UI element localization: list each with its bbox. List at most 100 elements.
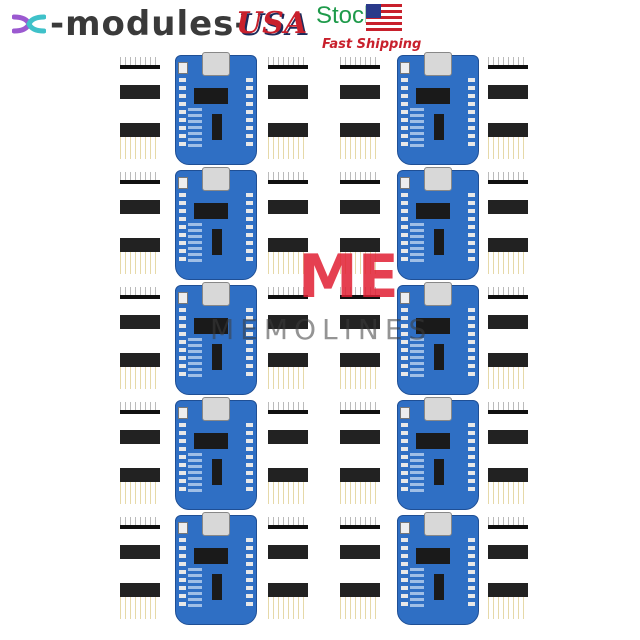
watermark-text: MEMOLINES	[210, 313, 433, 346]
reset-button	[178, 292, 188, 304]
pin-header-set	[340, 172, 380, 282]
pin-header	[268, 137, 308, 159]
pin-header	[120, 315, 160, 329]
reset-button	[400, 522, 410, 534]
board-component	[194, 548, 228, 564]
pin-header-set	[268, 287, 308, 397]
board-component	[194, 203, 228, 219]
board-component	[212, 459, 222, 485]
pin-header	[268, 200, 308, 214]
board-component	[410, 568, 424, 608]
board-component	[434, 344, 444, 370]
pin-pads	[401, 78, 408, 148]
pin-pads	[246, 423, 253, 493]
pin-header	[488, 85, 528, 99]
pin-header	[488, 287, 528, 299]
usb-c-port	[202, 397, 230, 421]
usb-c-port	[202, 52, 230, 76]
pin-header	[488, 137, 528, 159]
reset-button	[400, 177, 410, 189]
pin-pads	[179, 193, 186, 263]
pin-header	[488, 583, 528, 597]
board-component	[188, 338, 202, 378]
pin-pads	[179, 308, 186, 378]
pin-pads	[401, 193, 408, 263]
board-component	[434, 574, 444, 600]
pin-header	[120, 482, 160, 504]
usb-c-port	[424, 52, 452, 76]
pin-header	[120, 367, 160, 389]
reset-button	[400, 62, 410, 74]
board-component	[416, 318, 450, 334]
board-component	[416, 203, 450, 219]
pin-header	[268, 402, 308, 414]
pin-header	[120, 287, 160, 299]
pin-header	[340, 402, 380, 414]
d1-mini-board	[397, 52, 479, 165]
board-component	[188, 453, 202, 493]
pin-header	[268, 367, 308, 389]
pin-header	[340, 597, 380, 619]
pin-pads	[246, 193, 253, 263]
pin-header	[120, 517, 160, 529]
pin-header	[120, 123, 160, 137]
board-component	[416, 88, 450, 104]
pin-header	[488, 430, 528, 444]
pin-header	[488, 597, 528, 619]
pin-header	[340, 252, 380, 274]
board-component	[194, 433, 228, 449]
board-component	[416, 433, 450, 449]
pin-header	[268, 583, 308, 597]
pin-header	[488, 353, 528, 367]
pin-header	[488, 402, 528, 414]
board-component	[188, 568, 202, 608]
reset-button	[178, 522, 188, 534]
pin-header-set	[340, 517, 380, 627]
board-component	[410, 108, 424, 148]
brand-name: -modules-	[50, 4, 250, 44]
board-component	[188, 223, 202, 263]
pin-header-set	[120, 517, 160, 627]
pin-header	[268, 482, 308, 504]
pin-header	[120, 85, 160, 99]
d1-mini-board	[397, 397, 479, 510]
pin-header	[268, 430, 308, 444]
pin-header	[120, 597, 160, 619]
usb-c-port	[424, 167, 452, 191]
pin-header	[268, 468, 308, 482]
board-component	[212, 229, 222, 255]
d1-mini-board	[397, 282, 479, 395]
pin-header	[488, 517, 528, 529]
pin-header	[340, 545, 380, 559]
pin-pads	[401, 423, 408, 493]
pin-header-set	[340, 287, 380, 397]
d1-mini-board	[175, 512, 257, 625]
board-component	[434, 229, 444, 255]
d1-mini-board	[175, 167, 257, 280]
pin-header	[340, 238, 380, 252]
board-component	[212, 114, 222, 140]
pin-header	[120, 430, 160, 444]
pin-header	[120, 238, 160, 252]
pin-header	[340, 200, 380, 214]
pin-header	[340, 583, 380, 597]
pin-pads	[179, 538, 186, 608]
pin-header	[268, 238, 308, 252]
pin-header	[120, 252, 160, 274]
header-banner: -modules- USA Stock Fast Shipping	[0, 0, 640, 58]
usb-c-port	[424, 282, 452, 306]
pin-header	[488, 57, 528, 69]
usb-c-port	[202, 167, 230, 191]
reset-button	[400, 292, 410, 304]
fast-shipping-label: Fast Shipping	[322, 37, 422, 52]
pin-pads	[468, 78, 475, 148]
board-component	[410, 338, 424, 378]
pin-header	[340, 315, 380, 329]
pin-header	[488, 200, 528, 214]
pin-header	[120, 200, 160, 214]
board-component	[434, 459, 444, 485]
pin-header-set	[120, 172, 160, 282]
pin-header	[268, 172, 308, 184]
pin-pads	[468, 538, 475, 608]
